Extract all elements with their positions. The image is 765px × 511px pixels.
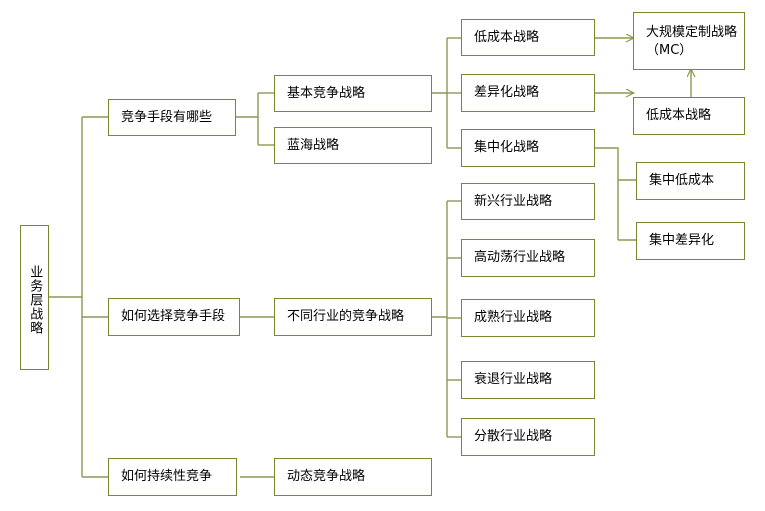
- node-emerging-industry-strategy[interactable]: 新兴行业战略: [461, 183, 595, 220]
- wire-basic-fan: [432, 38, 448, 94]
- node-differentiation-strategy[interactable]: 差异化战略: [461, 74, 595, 112]
- node-question-sustained-competition[interactable]: 如何持续性竞争: [108, 458, 237, 496]
- node-dynamic-competition-strategy[interactable]: 动态竞争战略: [274, 458, 432, 496]
- node-declining-industry-strategy[interactable]: 衰退行业战略: [461, 361, 595, 399]
- wire-industry-fan: [432, 201, 448, 318]
- node-fragmented-industry-strategy[interactable]: 分散行业战略: [461, 418, 595, 456]
- node-question-how-to-choose[interactable]: 如何选择竞争手段: [108, 298, 240, 336]
- node-mass-customization-strategy[interactable]: 大规模定制战略（MC）: [633, 12, 745, 70]
- node-low-cost-strategy-outcome[interactable]: 低成本战略: [633, 97, 745, 135]
- node-basic-competitive-strategy[interactable]: 基本竞争战略: [274, 75, 432, 112]
- node-low-cost-strategy[interactable]: 低成本战略: [461, 19, 595, 56]
- node-focus-differentiation[interactable]: 集中差异化: [636, 222, 745, 260]
- wire-focus-fan: [595, 147, 619, 180]
- node-focus-low-cost[interactable]: 集中低成本: [636, 162, 745, 200]
- node-industry-competitive-strategies[interactable]: 不同行业的竞争战略: [274, 298, 432, 336]
- wire-root-trunk: [48, 117, 83, 298]
- wire-q1-fan: [236, 93, 259, 118]
- node-question-competitive-means[interactable]: 竞争手段有哪些: [108, 99, 236, 136]
- node-mature-industry-strategy[interactable]: 成熟行业战略: [461, 299, 595, 337]
- node-blue-ocean-strategy[interactable]: 蓝海战略: [274, 127, 432, 164]
- node-focus-strategy[interactable]: 集中化战略: [461, 129, 595, 167]
- node-root[interactable]: 业务层战略: [20, 225, 49, 370]
- node-turbulent-industry-strategy[interactable]: 高动荡行业战略: [461, 239, 595, 277]
